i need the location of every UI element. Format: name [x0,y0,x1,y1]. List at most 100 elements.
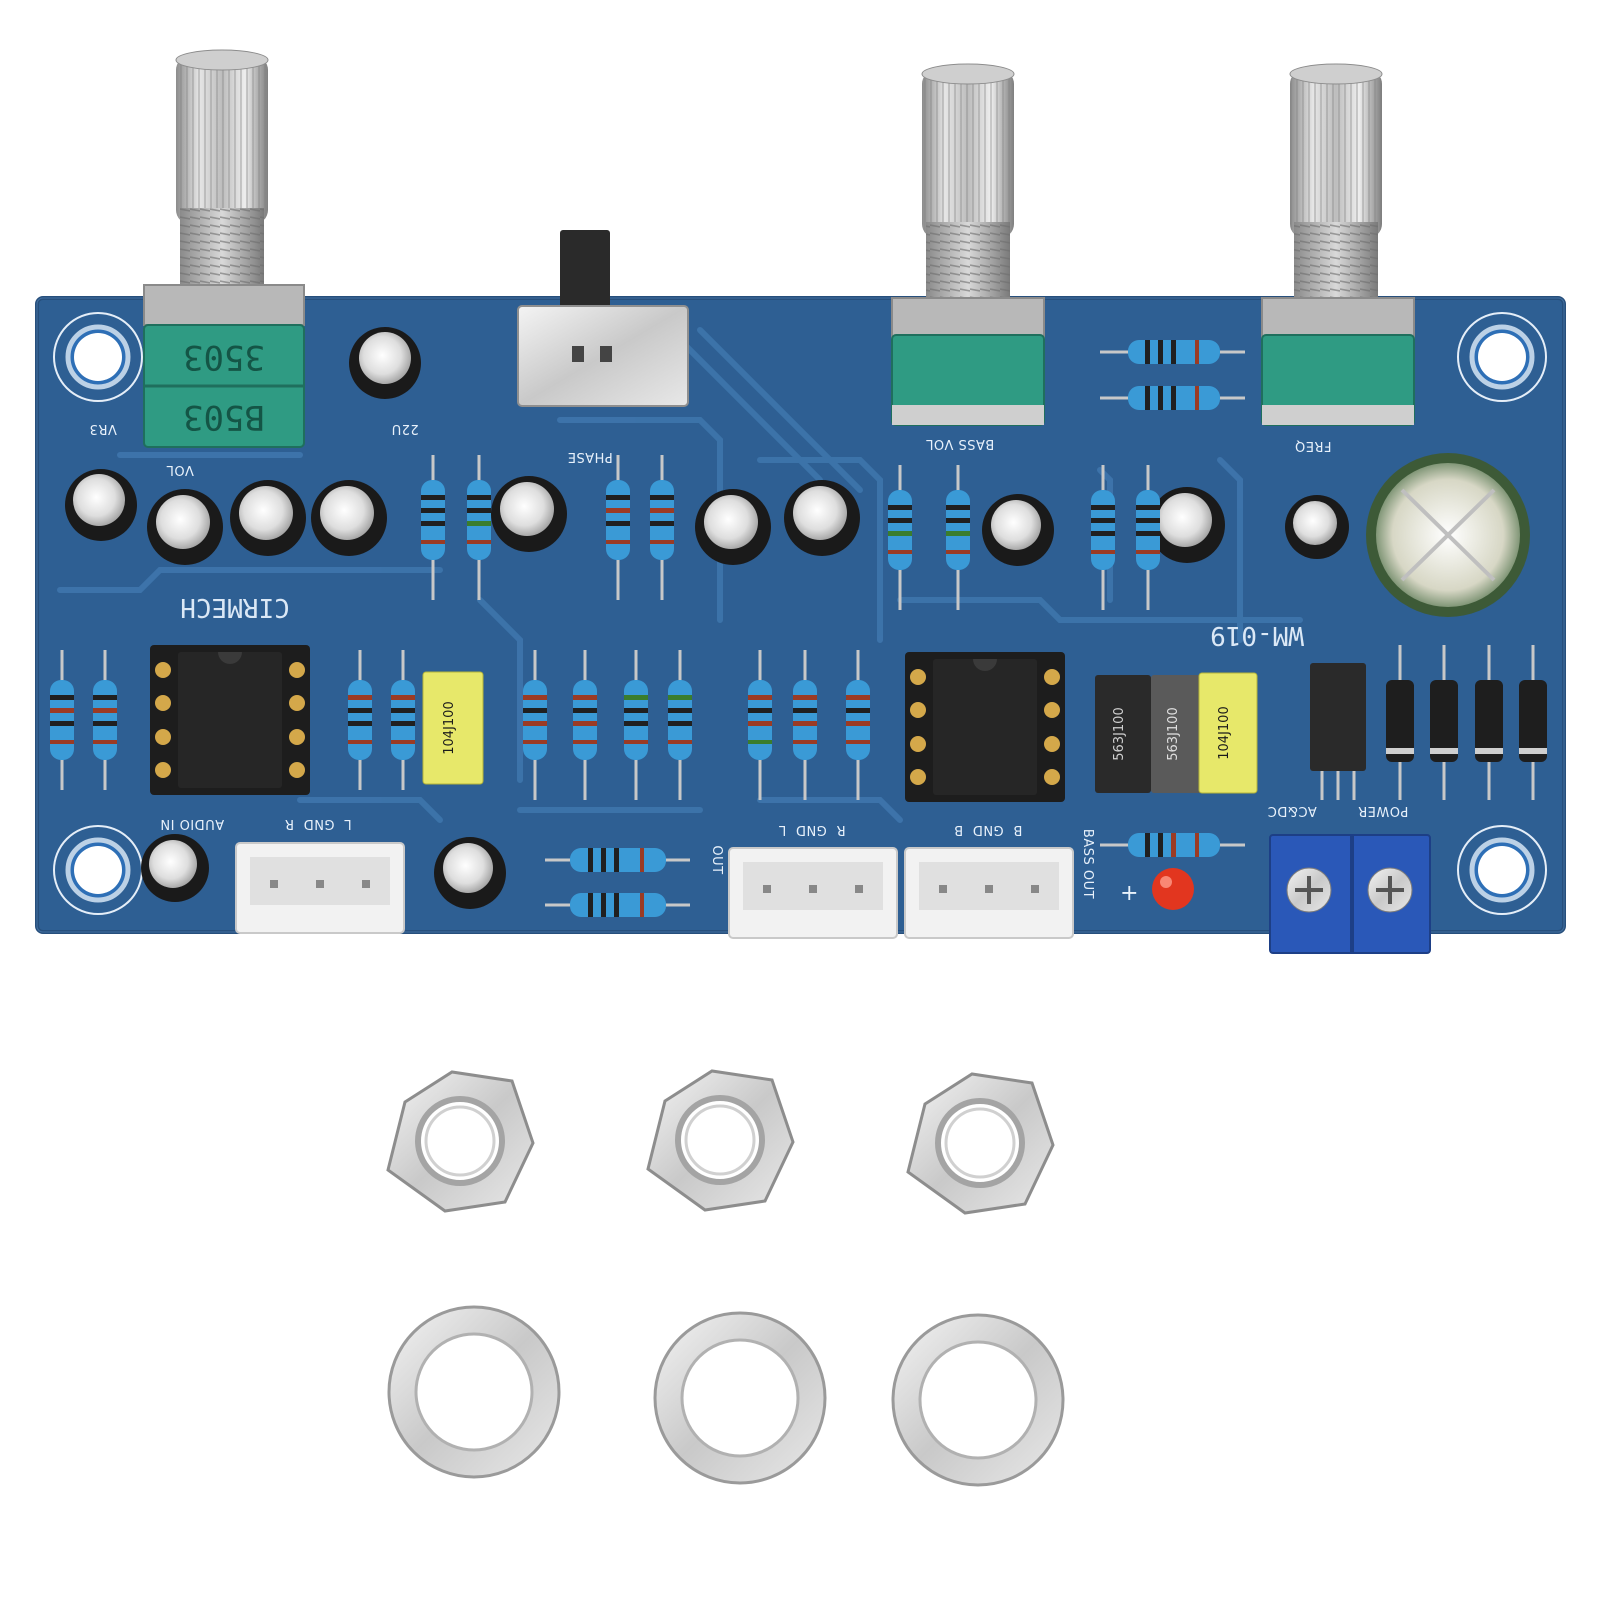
resistor [650,455,674,600]
electrolytic-capacitors [65,327,1530,909]
mount-hole-top-left [53,312,143,402]
mount-hole-top-right [1457,312,1547,402]
pot-code-bottom: B503 [183,397,265,437]
capacitor-large [1366,453,1530,617]
resistor [93,650,117,790]
resistor [846,650,870,800]
silk-out-pins: R GND L [778,822,845,837]
phase-switch[interactable] [517,230,689,407]
resistors [50,340,1245,917]
capacitor [311,480,387,556]
silkscreen: VR3 VOL 22U PHASE BASS VOL FREQ CIRMECH … [89,421,1408,905]
silk-bass-pins: B GND B [954,822,1023,837]
resistor [467,455,491,600]
capacitor [1149,487,1225,563]
film-cap-right-label: 104J100 [1217,706,1232,759]
silk-audio-in: AUDIO IN [160,816,224,831]
washer [891,1313,1065,1487]
audio-in-connector[interactable] [235,842,405,934]
hex-nuts [386,1069,1055,1215]
silk-22u: 22U [391,421,419,436]
silk-acdc: AC&DC [1267,803,1316,818]
resistor [888,465,912,610]
diode [1386,645,1414,800]
washers [387,1305,1065,1487]
resistor [1136,465,1160,610]
resistor [606,455,630,600]
mount-hole-bottom-left [53,825,143,915]
resistor [668,650,692,800]
rectifier-diodes [1386,645,1547,800]
film-cap-right: 104J100 [1198,672,1258,794]
ic-op-amp-right [905,652,1065,802]
silk-freq: FREQ [1295,438,1332,453]
film-cap-left-label: 104J100 [442,701,457,754]
resistor [748,650,772,800]
diode [1519,645,1547,800]
silk-brand: CIRMECH [180,592,290,622]
resistor [348,650,372,790]
silk-power: POWER [1358,803,1409,818]
resistor [573,650,597,800]
silk-input-pins: L GND R [284,816,351,831]
pot-code-top: 3503 [183,337,265,377]
capacitor [434,837,506,909]
silk-plus: + [1120,880,1139,905]
film-cap-left: 104J100 [422,671,484,785]
mount-hole-bottom-right [1457,825,1547,915]
capacitor [230,480,306,556]
resistor [793,650,817,800]
capacitor [65,469,137,541]
diode [1430,645,1458,800]
hex-nut [906,1072,1055,1215]
bass-out-connector[interactable] [904,847,1074,939]
resistor [545,848,690,872]
silk-bass-vol: BASS VOL [925,436,994,451]
capacitor [147,489,223,565]
resistor [624,650,648,800]
washer [653,1311,827,1485]
film-cap-grey-label: 563J100 [1166,707,1181,760]
power-terminal[interactable] [1269,834,1431,954]
silk-vol: VOL [166,462,194,477]
film-cap-grey: 563J100 [1151,675,1203,793]
potentiometer-vol[interactable]: 3503 B503 [143,49,305,448]
capacitor-22u [349,327,421,399]
washer [387,1305,561,1479]
silk-vr3: VR3 [89,421,117,436]
mounting-holes [53,312,1547,915]
hex-nut [386,1070,535,1213]
audio-out-connector[interactable] [728,847,898,939]
capacitor [491,476,567,552]
potentiometer-freq[interactable] [1261,63,1415,426]
film-cap-black-label: 563J100 [1112,707,1127,760]
capacitor [141,834,209,902]
hex-nut [646,1069,795,1212]
resistor [1091,465,1115,610]
resistor [50,650,74,790]
resistor [391,650,415,790]
capacitor [695,489,771,565]
silk-model: WM-019 [1210,620,1304,650]
resistor [946,465,970,610]
power-led [1152,868,1194,910]
silk-bass-out: BASS OUT [1080,829,1095,899]
capacitor [982,494,1054,566]
voltage-regulator [1310,663,1366,800]
silk-phase: PHASE [567,449,612,464]
potentiometer-bass-vol[interactable] [891,63,1045,426]
diode [1475,645,1503,800]
resistor [1100,386,1245,410]
film-cap-black: 563J100 [1095,675,1151,793]
resistor [421,455,445,600]
resistor [545,893,690,917]
resistor [1100,833,1245,857]
capacitor [1285,495,1349,559]
film-capacitors: 104J100 563J100 563J100 104J100 [422,671,1258,794]
capacitor [784,480,860,556]
silk-out: OUT [709,845,724,874]
resistor [523,650,547,800]
ic-op-amp-left [150,645,310,795]
resistor [1100,340,1245,364]
